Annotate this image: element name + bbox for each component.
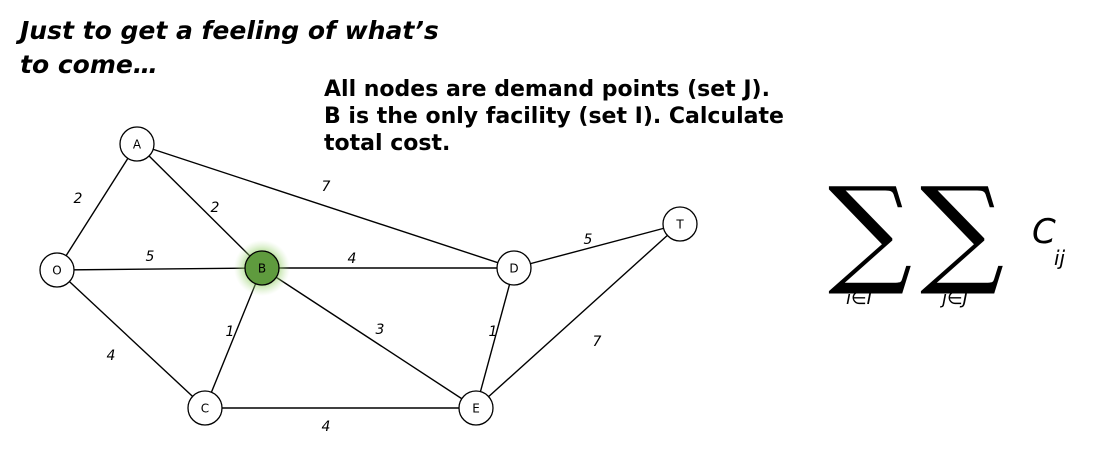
problem-line-3: total cost. xyxy=(324,131,451,156)
edge-b-e xyxy=(261,267,477,409)
cost-term: C xyxy=(1032,212,1056,252)
edge-d-t xyxy=(513,223,681,269)
edge-weight-o-a: 2 xyxy=(74,191,83,207)
edge-d-e xyxy=(475,267,515,409)
node-label-c: C xyxy=(201,402,209,416)
node-label-o: O xyxy=(52,264,61,278)
edge-weight-b-e: 3 xyxy=(376,322,385,338)
node-d xyxy=(496,250,532,286)
problem-line-1: All nodes are demand points (set J). xyxy=(324,77,770,102)
slide-title: Just to get a feeling of what’s to come… xyxy=(20,14,480,82)
cost-term-subscript: ij xyxy=(1054,246,1066,270)
edge-weight-o-c: 4 xyxy=(107,348,116,364)
edge-weight-c-e: 4 xyxy=(322,419,331,435)
node-t xyxy=(662,206,698,242)
edge-weight-d-e: 1 xyxy=(489,324,498,340)
problem-statement: All nodes are demand points (set J). B i… xyxy=(324,76,844,157)
edge-weight-a-b: 2 xyxy=(211,200,220,216)
edge-weight-o-b: 5 xyxy=(146,249,155,265)
nodes-layer: A O B C D E T xyxy=(39,126,698,426)
slide-title-line-1: Just to get a feeling of what’s xyxy=(20,16,439,45)
edge-weight-a-d: 7 xyxy=(322,179,331,195)
edge-a-d xyxy=(136,143,515,269)
node-label-d: D xyxy=(509,262,518,276)
node-b-facility xyxy=(244,250,280,286)
edge-weight-t-e: 7 xyxy=(593,334,602,350)
outer-sum-index: i∈I xyxy=(846,288,872,309)
slide-title-line-2: to come… xyxy=(20,50,158,79)
edge-o-b xyxy=(56,267,263,271)
node-label-a: A xyxy=(133,138,142,152)
node-label-e: E xyxy=(472,402,480,416)
node-label-b: B xyxy=(258,262,266,276)
node-o xyxy=(39,252,75,288)
inner-sum-symbol: ∑ xyxy=(920,161,1005,299)
edge-t-e xyxy=(475,223,681,409)
edge-weight-b-d: 4 xyxy=(348,251,357,267)
node-c xyxy=(187,390,223,426)
outer-sum-symbol: ∑ xyxy=(828,161,913,299)
edge-weight-d-t: 5 xyxy=(584,232,593,248)
inner-sum-index: j∈J xyxy=(942,288,968,309)
node-label-t: T xyxy=(675,218,684,232)
edges-layer: 2 2 7 5 4 5 4 1 3 1 7 4 xyxy=(56,143,681,435)
node-a xyxy=(119,126,155,162)
edge-a-b xyxy=(136,143,263,269)
edge-o-c xyxy=(56,269,206,409)
node-e xyxy=(458,390,494,426)
edge-weight-b-c: 1 xyxy=(226,324,235,340)
problem-line-2: B is the only facility (set I). Calculat… xyxy=(324,104,784,129)
total-cost-formula: ∑ ∑ i∈I j∈J C ij xyxy=(820,160,1090,330)
edge-o-a xyxy=(56,143,138,271)
